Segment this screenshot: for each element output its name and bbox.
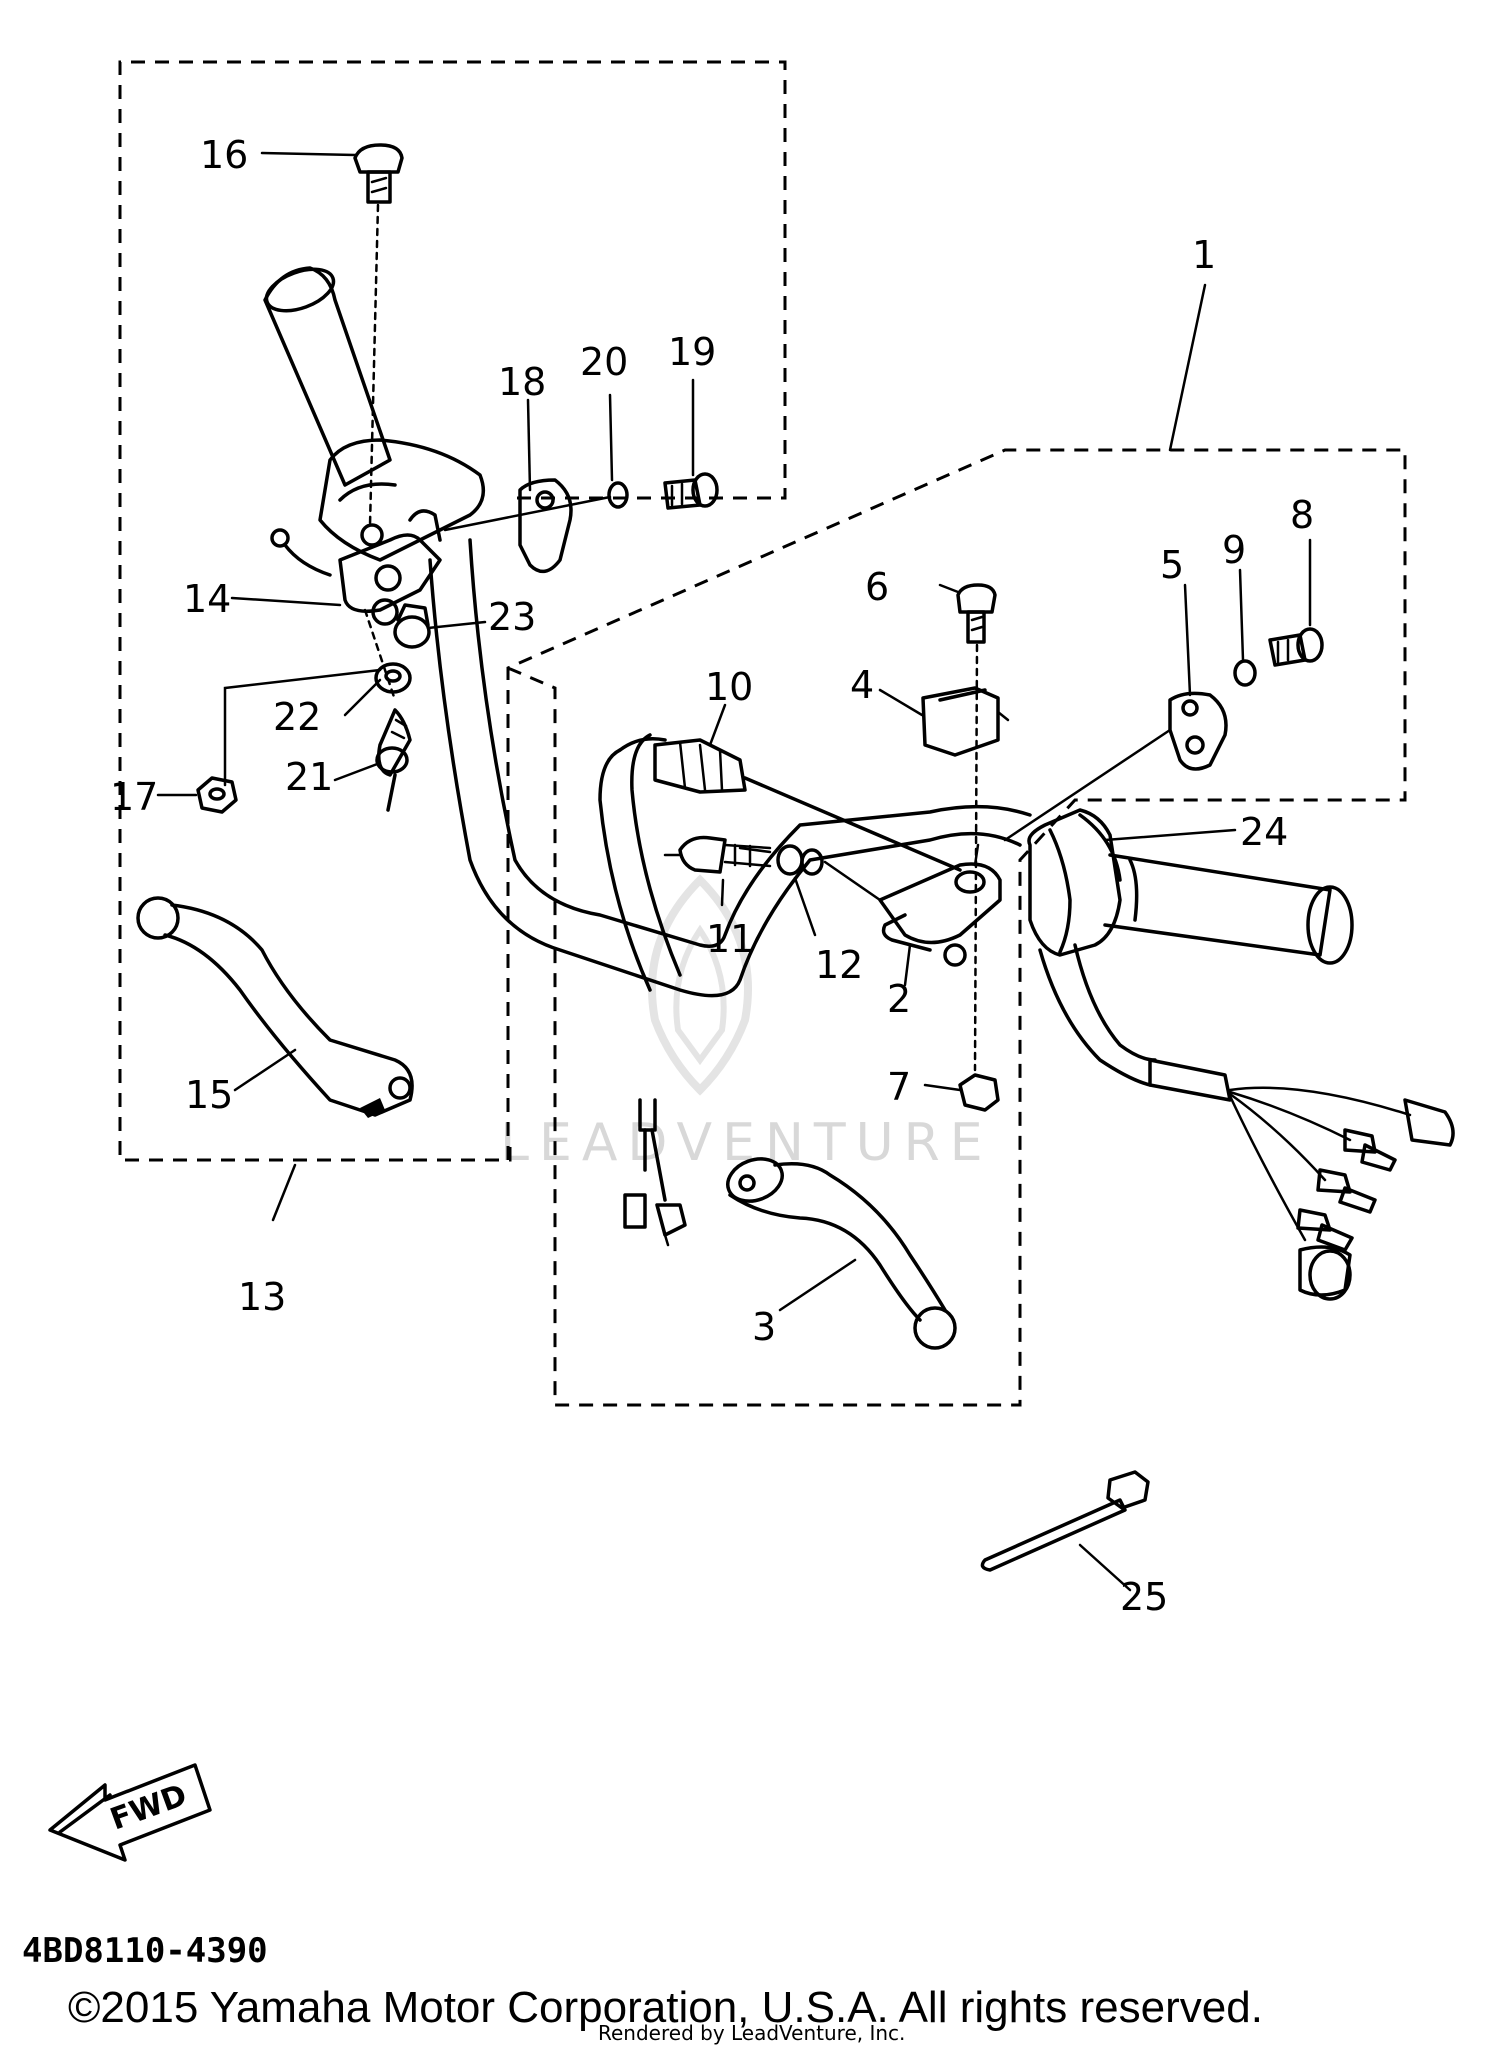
part-19-screw [663,472,719,510]
watermark-text: LEADVENTURE [500,1113,993,1173]
leader-lines [156,151,1312,1592]
part-15-lever [136,896,414,1118]
callout-3: 3 [752,1305,776,1349]
left-grip [263,266,486,562]
callout-4: 4 [850,663,874,707]
callout-6: 6 [865,565,889,609]
callout-17: 17 [110,775,158,819]
part-5-clamp [1168,691,1228,771]
callout-25: 25 [1120,1575,1168,1619]
callout-18: 18 [498,360,546,404]
callout-23: 23 [488,595,536,639]
callout-7: 7 [887,1065,911,1109]
part-8-screw [1268,627,1324,667]
part-16-bolt [353,143,404,527]
callout-labels: 16 1 20 19 18 8 9 5 6 14 23 4 10 22 21 1… [110,133,1314,1619]
callout-22: 22 [273,695,321,739]
part-25-cable-tie [980,1470,1150,1572]
rendered-by-text: Rendered by LeadVenture, Inc. [598,2021,905,2045]
assembly-1-box [506,448,1407,1407]
callout-19: 19 [668,330,716,374]
handlebar [428,538,1032,998]
callout-11: 11 [706,917,754,961]
copyright-text: ©2015 Yamaha Motor Corporation, U.S.A. A… [68,1983,1263,2032]
left-lever-holder [270,509,442,626]
callout-21: 21 [285,755,333,799]
fwd-arrow-icon: FWD [48,1763,212,1862]
part-4-switch [921,686,1010,757]
part-10-switch [653,738,962,872]
callout-20: 20 [580,340,628,384]
callout-2: 2 [887,977,911,1021]
part-18-bracket [518,478,573,574]
part-24-switch-housing [1027,808,1122,957]
callout-5: 5 [1160,543,1184,587]
callout-12: 12 [815,943,863,987]
callout-1: 1 [1192,233,1216,277]
callout-9: 9 [1222,528,1246,572]
part-7-nut [958,1073,1000,1112]
part-11-bolt [663,835,772,874]
diagram-code: 4BD8110-4390 [22,1931,268,1971]
part-3-lever [726,1157,957,1350]
switch-wire-harness [1038,943,1455,1301]
right-grip [1103,853,1354,965]
left-wire [623,1098,687,1247]
assembly-13-box [118,60,787,1162]
part-23-cap [393,603,431,649]
callout-13: 13 [238,1275,286,1319]
part-6-bolt [956,583,997,1072]
callout-15: 15 [185,1073,233,1117]
part-12-nut [776,844,882,902]
part-17-nut [196,776,238,814]
callout-14: 14 [183,577,231,621]
part-21-adjuster [375,708,412,812]
callout-10: 10 [705,665,753,709]
callout-16: 16 [200,133,248,177]
part-22-nut [374,662,412,694]
part-9-washer [1233,659,1257,687]
part-20-washer [607,481,629,509]
callout-8: 8 [1290,493,1314,537]
callout-24: 24 [1240,810,1288,854]
